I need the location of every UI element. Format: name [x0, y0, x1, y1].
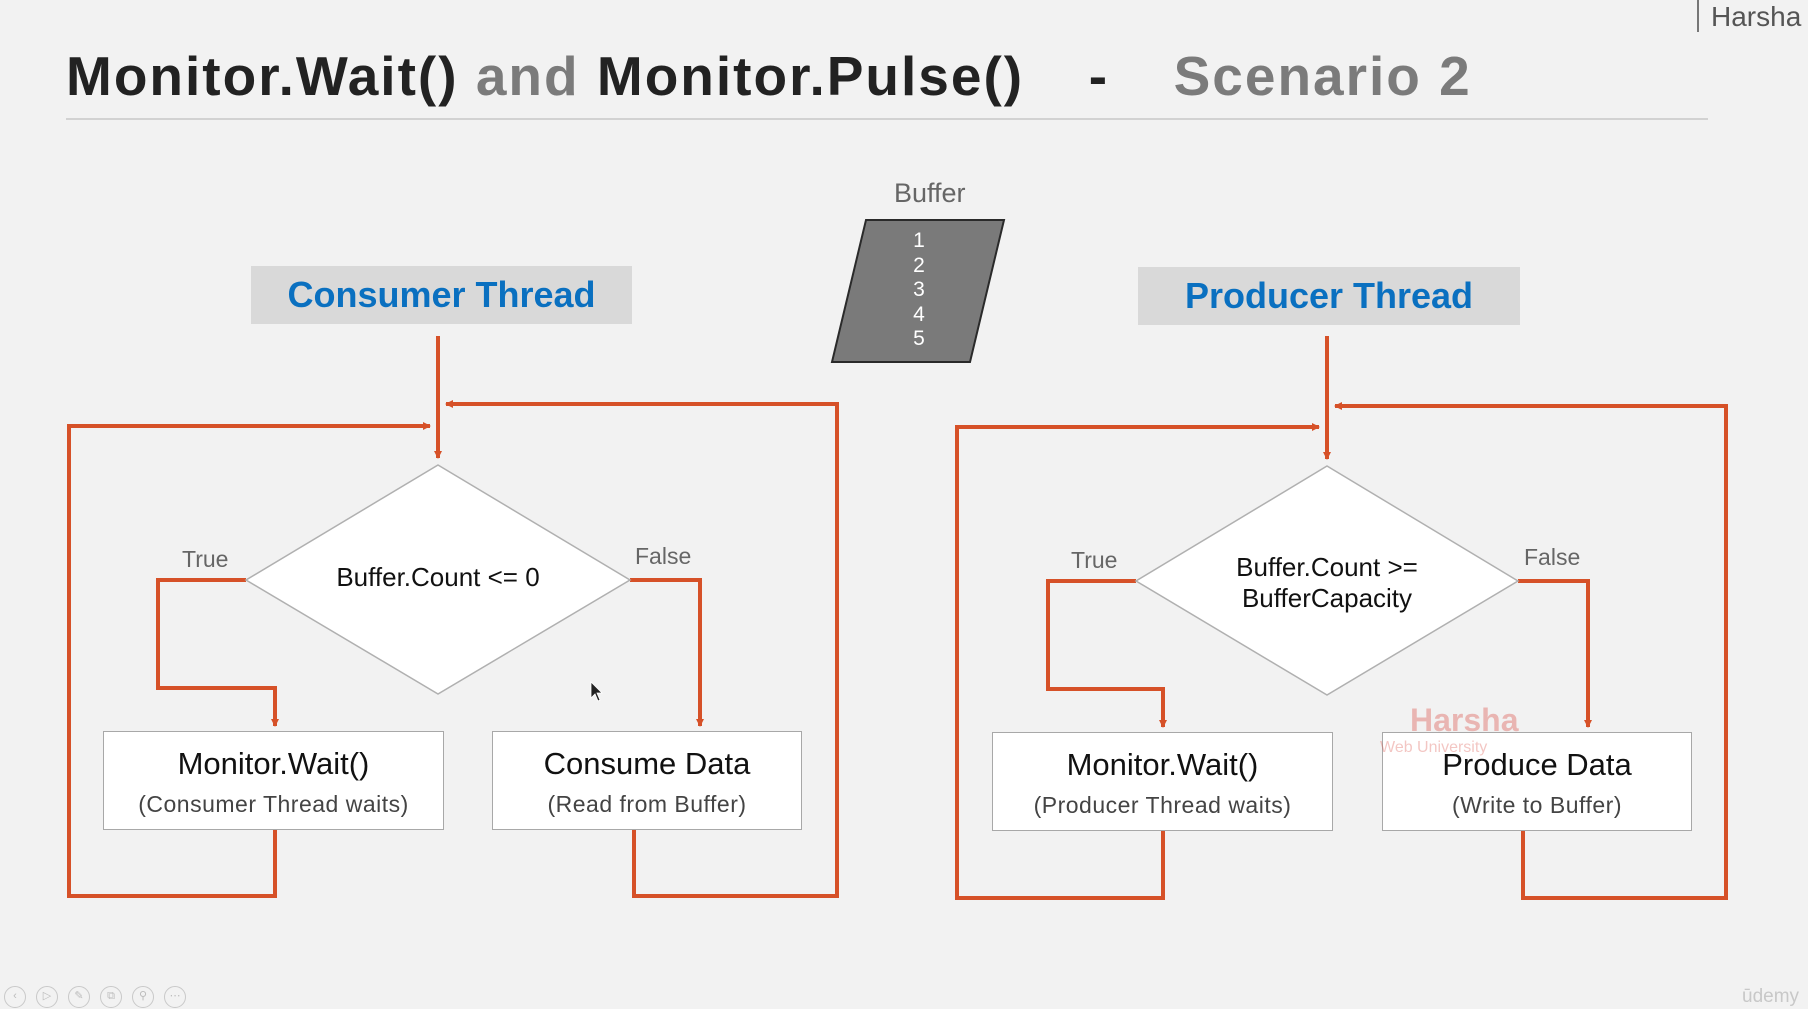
watermark-title: Harsha: [1410, 702, 1519, 738]
producer-action-loop-line: [1334, 402, 1728, 900]
producer-condition-line2: BufferCapacity: [1241, 583, 1413, 613]
title-divider: [66, 118, 1708, 120]
mouse-cursor-icon: [590, 681, 603, 702]
udemy-logo: ūdemy: [1742, 986, 1800, 1007]
zoom-icon[interactable]: ⚲: [132, 986, 154, 1008]
producer-thread-header: Producer Thread: [1138, 267, 1520, 325]
consumer-wait-loop-line: [67, 422, 431, 898]
consumer-false-line: [630, 578, 704, 727]
consumer-wait-subtitle: (Consumer Thread waits): [138, 791, 409, 817]
play-icon[interactable]: ▷: [36, 986, 58, 1008]
producer-action-subtitle: (Write to Buffer): [1452, 792, 1622, 818]
producer-true-label: True: [1071, 547, 1118, 573]
producer-action-box: Produce Data (Write to Buffer): [1382, 732, 1692, 831]
more-icon[interactable]: ⋯: [164, 986, 186, 1008]
buffer-item: 5: [913, 327, 925, 350]
consumer-action-title: Consume Data: [543, 746, 751, 781]
consumer-decision-diamond: [244, 464, 632, 695]
consumer-true-line: [156, 578, 279, 727]
pen-icon[interactable]: ✎: [68, 986, 90, 1008]
title-scenario: Scenario 2: [1173, 45, 1472, 107]
consumer-action-loop-line: [445, 400, 839, 898]
copy-icon[interactable]: ⧉: [100, 986, 122, 1008]
back-icon[interactable]: ‹: [4, 986, 26, 1008]
producer-wait-loop-line: [955, 423, 1320, 900]
producer-condition-line1: Buffer.Count >=: [1236, 552, 1418, 582]
buffer-shape: [830, 219, 1006, 363]
buffer-item: 2: [913, 253, 925, 277]
watermark: Harsha Web University: [1360, 702, 1519, 757]
consumer-wait-title: Monitor.Wait(): [177, 746, 370, 781]
producer-false-label: False: [1524, 544, 1581, 570]
consumer-wait-box: Monitor.Wait() (Consumer Thread waits): [103, 731, 444, 830]
buffer-item: 3: [913, 278, 925, 301]
consumer-action-box: Consume Data (Read from Buffer): [492, 731, 802, 830]
title-monitor-wait: Monitor.Wait(): [66, 45, 459, 107]
title-and: and: [475, 45, 580, 107]
consumer-false-label: False: [635, 543, 692, 569]
watermark-subtitle: Web University: [1380, 739, 1488, 756]
player-controls: ‹ ▷ ✎ ⧉ ⚲ ⋯: [4, 986, 186, 1008]
consumer-true-label: True: [182, 546, 229, 572]
producer-condition: Buffer.Count >= BufferCapacity: [1177, 552, 1477, 614]
page-title: Monitor.Wait() and Monitor.Pulse() - Sce…: [66, 44, 1472, 108]
producer-false-line: [1518, 579, 1592, 728]
consumer-condition: Buffer.Count <= 0: [336, 562, 540, 592]
consumer-action-subtitle: (Read from Buffer): [547, 791, 747, 817]
buffer-item: 4: [913, 302, 925, 326]
buffer-item: 1: [913, 229, 925, 252]
buffer-label: Buffer: [894, 178, 966, 208]
producer-action-title: Produce Data: [1442, 747, 1632, 782]
consumer-thread-header: Consumer Thread: [251, 266, 632, 324]
producer-wait-subtitle: (Producer Thread waits): [1033, 792, 1292, 818]
title-monitor-pulse: Monitor.Pulse(): [596, 45, 1025, 107]
producer-decision-diamond: [1134, 465, 1520, 696]
brand-label: Harsha: [1697, 0, 1801, 32]
producer-wait-box: Monitor.Wait() (Producer Thread waits): [992, 732, 1333, 831]
buffer-items: 1 2 3 4 5: [900, 229, 938, 352]
title-dash: -: [1088, 45, 1110, 107]
producer-true-line: [1046, 579, 1167, 728]
producer-wait-title: Monitor.Wait(): [1066, 747, 1259, 782]
